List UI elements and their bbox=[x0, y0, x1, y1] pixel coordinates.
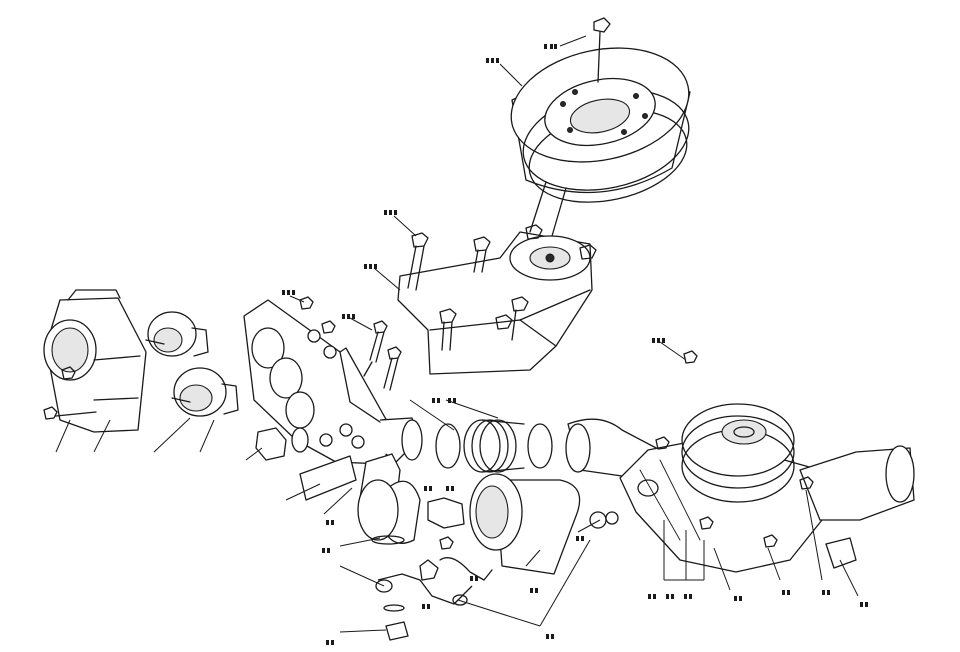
callout-mark bbox=[734, 596, 742, 601]
callout-mark bbox=[652, 338, 665, 343]
callout-mark bbox=[432, 398, 456, 403]
pulley bbox=[510, 17, 691, 203]
manifold-studs bbox=[299, 296, 402, 391]
callout-mark bbox=[282, 290, 295, 295]
fittings bbox=[357, 479, 619, 641]
callout-mark bbox=[486, 58, 499, 63]
callout-mark bbox=[342, 314, 355, 319]
bracket-bolts bbox=[407, 224, 597, 351]
callout-mark bbox=[364, 264, 377, 269]
callout-mark bbox=[782, 590, 790, 595]
thermostat-housing bbox=[43, 289, 147, 433]
water-pump bbox=[565, 350, 915, 573]
callout-mark bbox=[822, 590, 830, 595]
manifold bbox=[243, 296, 423, 465]
callout-mark bbox=[422, 604, 430, 609]
callout-mark bbox=[424, 486, 454, 491]
callout-mark bbox=[546, 634, 554, 639]
callout-mark bbox=[322, 548, 330, 553]
bracket bbox=[397, 224, 597, 375]
filter-canister bbox=[469, 473, 581, 575]
thermostat-lower bbox=[171, 367, 239, 417]
callout-mark bbox=[326, 520, 334, 525]
callout-marks bbox=[282, 44, 868, 645]
callout-mark bbox=[384, 210, 397, 215]
callout-mark bbox=[544, 44, 557, 49]
callout-mark bbox=[860, 602, 868, 607]
callout-mark bbox=[648, 594, 692, 599]
thermostat-upper bbox=[145, 311, 209, 357]
hose-and-clamps bbox=[435, 419, 553, 473]
callout-mark bbox=[326, 640, 334, 645]
leader-lines bbox=[55, 35, 859, 633]
callout-mark bbox=[530, 588, 538, 593]
callout-mark bbox=[576, 536, 584, 541]
shaft bbox=[529, 181, 567, 237]
callout-mark bbox=[470, 576, 478, 581]
